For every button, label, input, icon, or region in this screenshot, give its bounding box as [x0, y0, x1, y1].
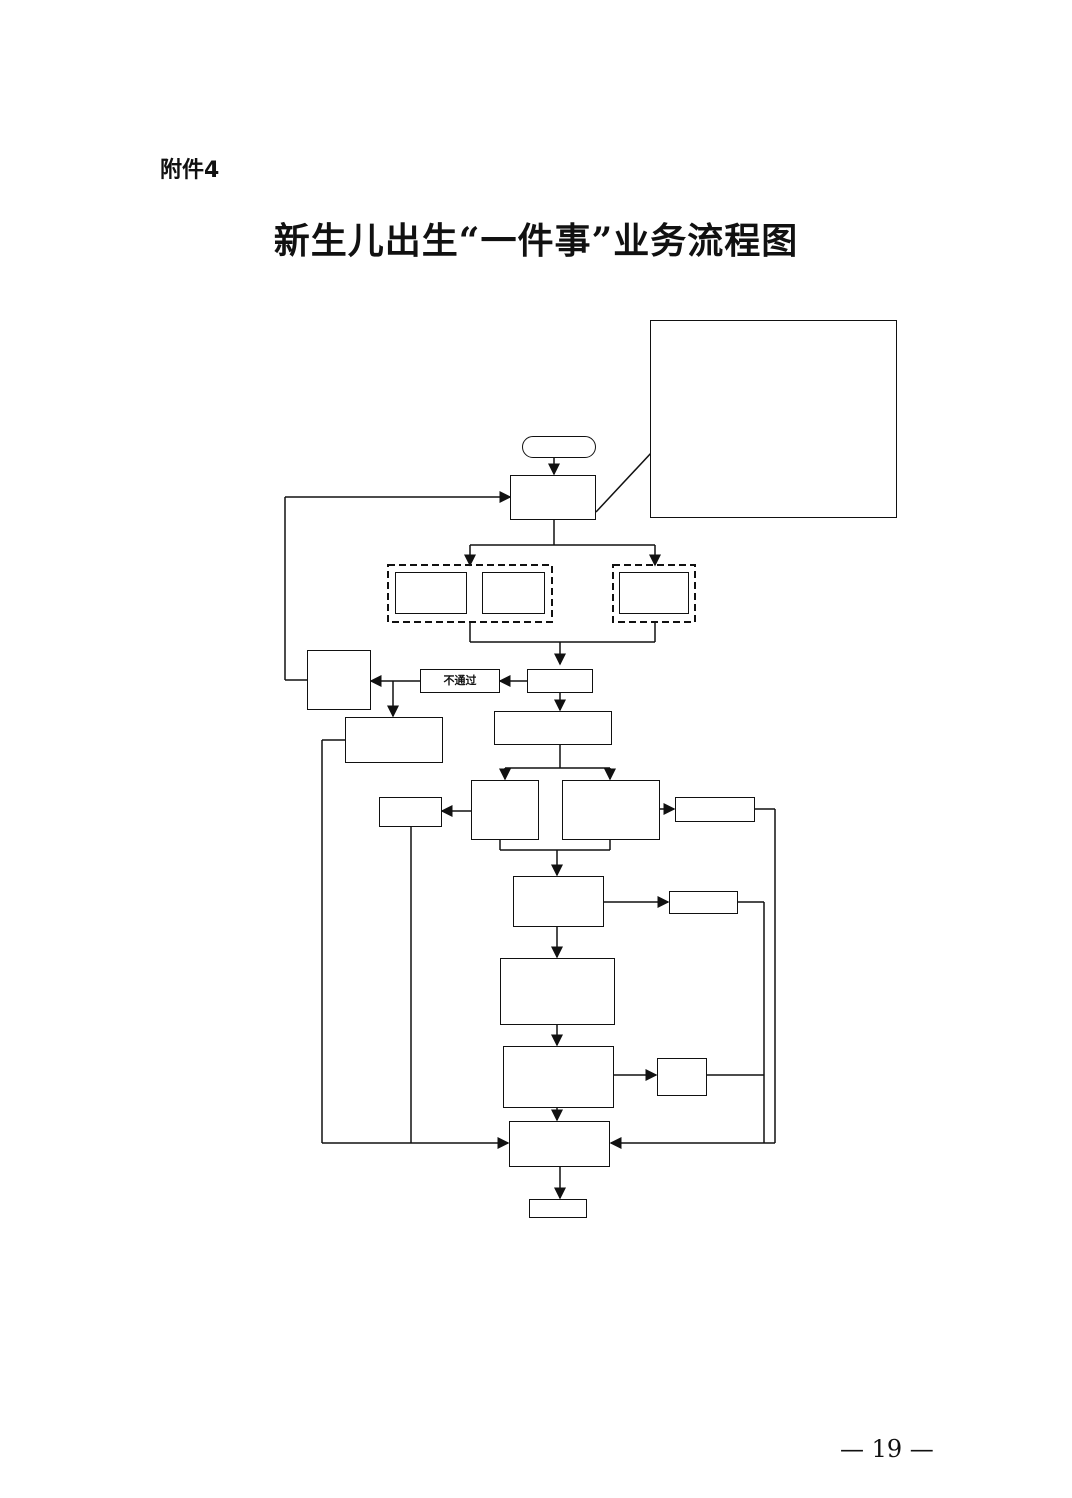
- note-pointer: [595, 451, 653, 513]
- hr-social-node: [503, 1046, 614, 1108]
- page-title: 新生儿出生“一件事”业务流程图: [273, 220, 799, 262]
- social-card-node: [657, 1058, 707, 1096]
- hukou-book-node: [669, 891, 738, 914]
- police-node: [513, 876, 604, 927]
- apply-node: [510, 475, 596, 520]
- end-node: [529, 1199, 587, 1218]
- online-platform-node: [395, 572, 467, 614]
- not-pass-node: 不通过: [420, 669, 500, 693]
- reject-notice-node: [345, 717, 443, 763]
- offline-group-frame: [612, 564, 696, 623]
- page-number: — 19 —: [840, 1435, 934, 1463]
- birth-cert-node: [675, 797, 755, 822]
- online-group-frame: [387, 564, 553, 623]
- deliver-node: [509, 1121, 610, 1167]
- vaccine-book-node: [379, 797, 442, 827]
- offline-window-node: [619, 572, 689, 614]
- requirements-note: [650, 320, 897, 518]
- notify-supplement-node: [307, 650, 371, 710]
- forward-materials-node: [494, 711, 612, 745]
- issuing-org-node: [562, 780, 660, 840]
- accept-node: [527, 669, 593, 693]
- start-node: [522, 436, 596, 458]
- medical-insurance-node: [500, 958, 615, 1025]
- attachment-label: 附件4: [160, 158, 220, 183]
- guishitong-node: [482, 572, 545, 614]
- vaccination-node: [471, 780, 539, 840]
